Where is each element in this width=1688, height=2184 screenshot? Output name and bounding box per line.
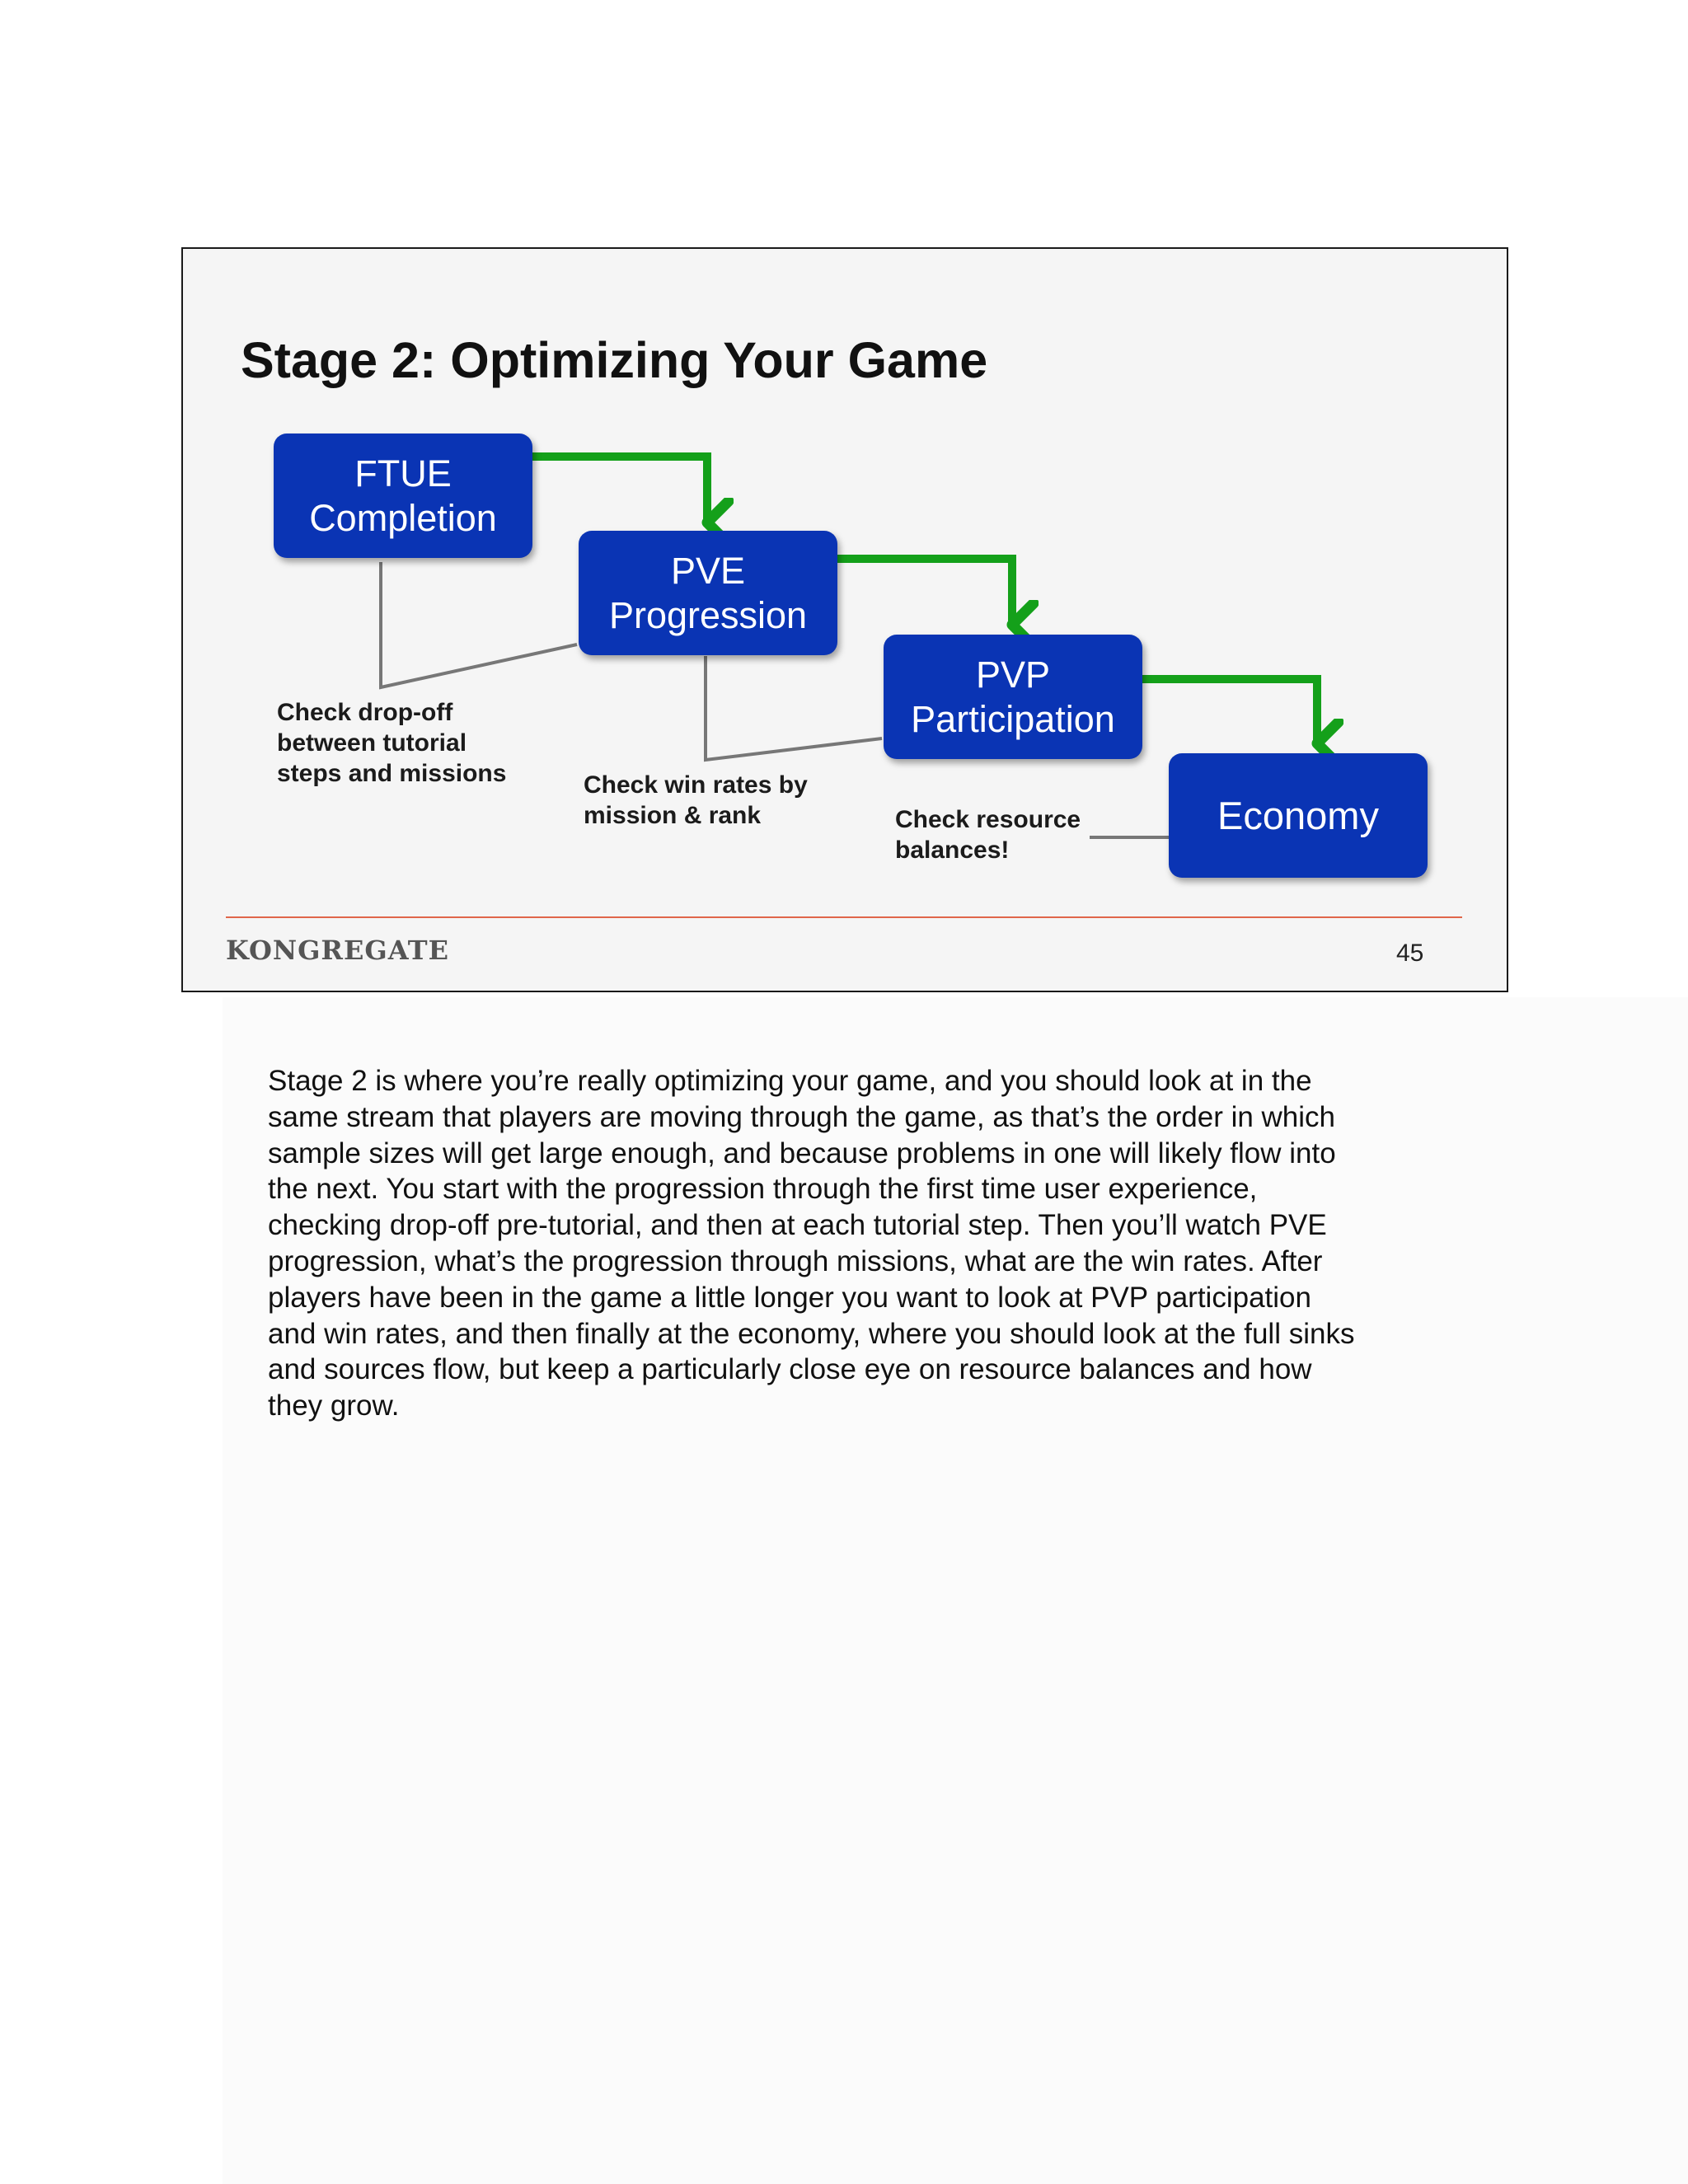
text-line: progression, what’s the progression thro… [268,1244,1323,1277]
stage-label: Completion [309,496,497,539]
flow-arrow-pvp-to-economy [1142,675,1317,743]
stage-label: FTUE [354,452,452,494]
speaker-notes: Stage 2 is where you’re really optimizin… [268,1063,1479,1424]
text-line: the next. You start with the progression… [268,1173,1258,1206]
note-line: Check resource [895,806,1081,833]
flow-arrow-pve-to-pvp [837,555,1012,625]
note-ftue: Check drop-off between tutorial steps an… [277,697,506,789]
note-line: mission & rank [584,802,762,829]
stage-pve-progression: PVE Progression [579,531,837,655]
stage-label: Economy [1217,793,1379,837]
text-line: players have been in the game a little l… [268,1281,1311,1314]
note-line: Check drop-off [277,699,453,726]
note-pve: Check win rates by mission & rank [584,770,808,831]
text-line: checking drop-off pre-tutorial, and then… [268,1209,1327,1242]
stage-label: PVE [670,549,746,592]
page-background [223,997,1688,2184]
note-economy: Check resource balances! [895,804,1081,865]
stage-label: Progression [608,593,808,636]
callout-line-ftue [379,562,578,690]
text-line: they grow. [268,1390,400,1422]
stage-label: Participation [911,697,1115,740]
stage-economy: Economy [1169,753,1428,878]
note-line: balances! [895,837,1010,864]
callout-line-pve [704,656,883,762]
text-line: same stream that players are moving thro… [268,1100,1336,1133]
slide: Stage 2: Optimizing Your Game FTUE Compl… [181,247,1508,992]
text-line: Stage 2 is where you’re really optimizin… [268,1065,1312,1097]
note-line: steps and missions [277,760,507,787]
text-line: and sources flow, but keep a particularl… [268,1353,1312,1386]
note-line: Check win rates by [584,771,808,799]
slide-page-number: 45 [1396,940,1424,967]
stage-pvp-participation: PVP Participation [884,635,1142,759]
brand-logo: KONGREGATE [226,935,449,966]
stage-label: PVP [975,653,1051,696]
slide-title: Stage 2: Optimizing Your Game [241,332,988,388]
text-line: sample sizes will get large enough, and … [268,1137,1336,1169]
stage-ftue-completion: FTUE Completion [274,434,532,558]
footer-divider [226,916,1462,918]
text-line: and win rates, and then finally at the e… [268,1317,1355,1350]
flow-arrow-ftue-to-pve [532,452,707,523]
note-line: between tutorial [277,729,467,757]
flow-connectors [379,452,1507,839]
